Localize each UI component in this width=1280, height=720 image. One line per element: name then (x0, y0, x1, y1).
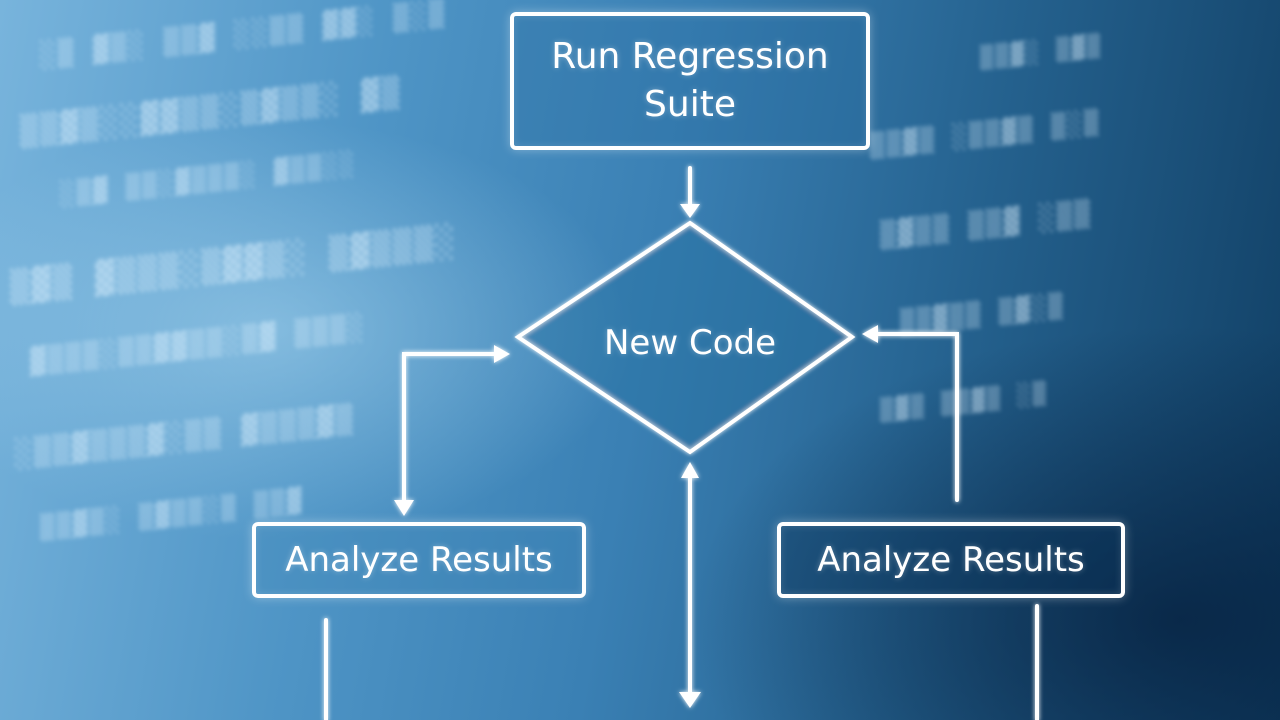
arrowhead-from-decision-up (681, 462, 699, 478)
arrowhead-into-decision-top (680, 204, 700, 218)
decision-diamond (514, 220, 856, 455)
connector-left-loop (402, 352, 496, 502)
analyze-results-box-right: Analyze Results (777, 522, 1125, 598)
analyze-results-label-left: Analyze Results (285, 540, 553, 580)
run-regression-suite-label: Run Regression Suite (551, 36, 829, 125)
arrowhead-into-left-box (394, 500, 414, 516)
analyze-results-label-right: Analyze Results (817, 540, 1085, 580)
arrowhead-into-decision-right (862, 325, 878, 343)
run-regression-suite-box: Run Regression Suite (510, 12, 870, 150)
connector-right-loop (876, 332, 959, 502)
arrowhead-center-down (679, 692, 701, 708)
arrowhead-into-decision-left (494, 345, 510, 363)
analyze-results-box-left: Analyze Results (252, 522, 586, 598)
new-code-label: New Code (603, 323, 776, 363)
